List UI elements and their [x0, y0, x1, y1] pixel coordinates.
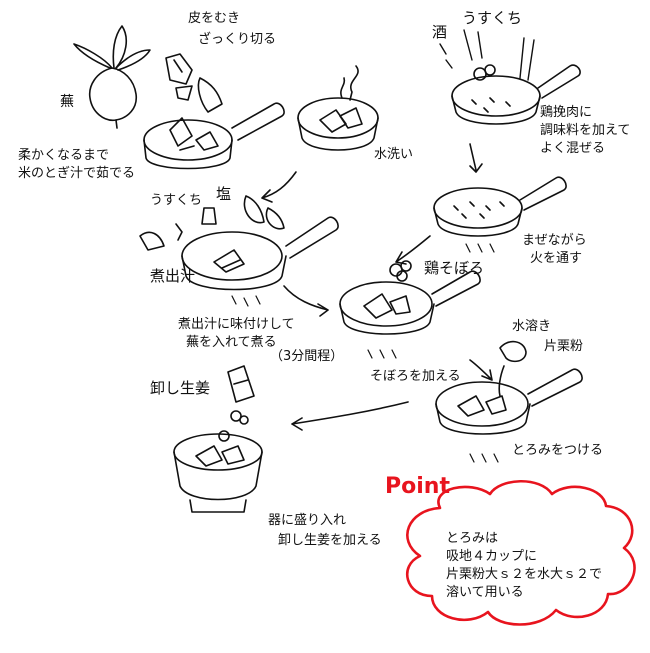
serving-bowl — [173, 430, 263, 513]
dashi-label: 煮出汁 — [150, 267, 196, 285]
simmer-label-3: （3分間程） — [270, 349, 344, 364]
serve-label-2: 卸し生姜を加える — [278, 533, 382, 548]
boil-label-2: 米のとぎ汁で茹でる — [18, 166, 136, 181]
ginger-label: 卸し生姜 — [150, 379, 211, 397]
arrow-curve — [261, 171, 297, 203]
turnip-slice-icon — [265, 207, 285, 230]
peel-label-1: 皮をむき — [188, 11, 241, 26]
chicken-label-2: 調味料を加えて — [540, 123, 631, 138]
arrow-curve — [395, 235, 431, 265]
arrow-curve — [469, 359, 493, 381]
turnip-icon — [73, 25, 151, 129]
chicken-label-1: 鶏挽肉に — [540, 105, 593, 120]
point-line: 吸地４カップに — [446, 549, 538, 564]
point-line: 溶いて用いる — [446, 585, 524, 600]
usukuchi-top-label: うすくち — [462, 9, 523, 27]
point-line: 片栗粉大ｓ２を水大ｓ２で — [446, 567, 603, 582]
point-text: とろみは 吸地４カップに 片栗粉大ｓ２を水大ｓ２で 溶いて用いる — [446, 530, 602, 602]
peel-label-2: ざっくり切る — [198, 32, 277, 47]
soboro-label: 鶏そぼろ — [424, 259, 485, 277]
combine-pan — [339, 260, 481, 359]
arrow-down — [469, 143, 483, 173]
ginger-icon — [227, 365, 255, 425]
serve-label-1: 器に盛り入れ — [268, 513, 347, 528]
point-title: Point — [385, 474, 450, 499]
chicken-label-3: よく混ぜる — [540, 141, 606, 156]
rinse-label: 水洗い — [374, 147, 414, 162]
stir-label-2: 火を通す — [530, 251, 583, 266]
add-soboro-label: そぼろを加える — [370, 369, 461, 384]
rinse-bowl — [297, 65, 379, 151]
mixing-bowl — [439, 29, 581, 125]
salt-label: 塩 — [216, 185, 232, 203]
point-cloud — [405, 480, 636, 626]
stir-label-1: まぜながら — [522, 233, 587, 248]
dashi-pan — [139, 207, 339, 307]
point-line: とろみは — [446, 531, 499, 546]
boil-pan — [143, 102, 285, 170]
simmer-label-2: 蕪を入れて煮る — [186, 335, 277, 350]
katakuri-label: 片栗粉 — [544, 339, 584, 354]
arrow-curve — [291, 401, 409, 431]
thicken-label: とろみをつける — [512, 443, 604, 458]
usukuchi-mid-label: うすくち — [150, 193, 203, 208]
turnip-slice-icon — [243, 195, 265, 224]
arrow-curve — [283, 285, 329, 317]
simmer-label-1: 煮出汁に味付けして — [178, 317, 295, 332]
boil-label-1: 柔かくなるまで — [18, 148, 110, 163]
sake-label: 酒 — [432, 23, 448, 41]
dissolve-label: 水溶き — [512, 319, 552, 334]
kabu-label: 蕪 — [60, 94, 74, 110]
soboro-pan — [433, 176, 567, 253]
turnip-pieces-icon — [165, 53, 223, 113]
thicken-pan — [435, 340, 583, 463]
